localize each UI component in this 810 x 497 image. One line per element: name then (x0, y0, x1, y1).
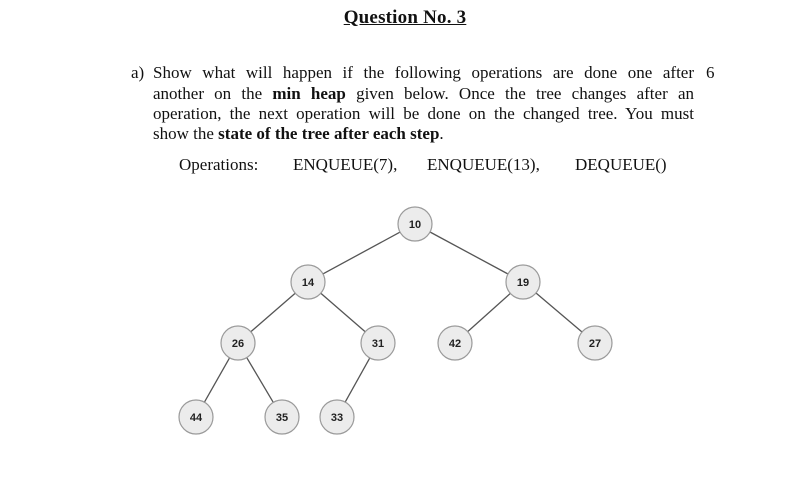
heap-node-33: 33 (319, 399, 355, 435)
heap-node-label: 27 (589, 338, 601, 350)
heap-node-10: 10 (397, 206, 433, 242)
tree-edge-26-44 (203, 357, 231, 403)
heap-node-circle (264, 399, 300, 435)
question-line-2-end: given below. Once the tree changes after… (345, 84, 694, 103)
operations-label: Operations: (179, 155, 259, 174)
tree-edge-19-42 (467, 292, 511, 333)
operations-line: Operations: ENQUEUE(7), ENQUEUE(13), DEQUEU… (179, 155, 667, 175)
tree-edge-26-35 (246, 357, 274, 403)
tree-nodes: 10 14 19 26 31 42 27 44 35 33 (178, 206, 613, 435)
tree-edge-14-31 (320, 292, 366, 333)
heap-node-label: 31 (372, 338, 384, 350)
heap-node-circle (577, 325, 613, 361)
tree-edge-19-27 (535, 292, 583, 333)
heap-node-circle (437, 325, 473, 361)
heap-node-14: 14 (290, 264, 326, 300)
heap-node-circle (360, 325, 396, 361)
heap-node-31: 31 (360, 325, 396, 361)
heap-node-circle (290, 264, 326, 300)
heap-node-label: 33 (331, 412, 343, 424)
heap-node-circle (220, 325, 256, 361)
question-line-4: show the state of the tree after each st… (153, 124, 694, 144)
heap-node-label: 42 (449, 338, 461, 350)
question-line-4-start: show the (153, 124, 219, 143)
tree-edge-14-26 (250, 292, 296, 333)
state-after-each-step-term: state of the tree after each step (218, 124, 440, 143)
question-line-1: Show what will happen if the following o… (153, 63, 694, 83)
min-heap-term: min heap (272, 84, 346, 103)
operation-3: DEQUEUE() (575, 155, 667, 174)
question-line-3-text: operation, the next operation will be do… (153, 104, 694, 123)
heap-node-circle (505, 264, 541, 300)
heap-node-44: 44 (178, 399, 214, 435)
heap-node-circle (397, 206, 433, 242)
operation-2: ENQUEUE(13), (427, 155, 540, 174)
heap-node-42: 42 (437, 325, 473, 361)
question-line-3: operation, the next operation will be do… (153, 104, 694, 124)
heap-node-27: 27 (577, 325, 613, 361)
heap-node-label: 19 (517, 277, 529, 289)
heap-node-label: 35 (276, 412, 288, 424)
question-line-4-end: . (439, 124, 444, 143)
question-line-1-text: Show what will happen if the following o… (153, 63, 694, 82)
heap-node-label: 10 (409, 219, 421, 231)
question-heading: Question No. 3 (343, 7, 467, 28)
heap-node-35: 35 (264, 399, 300, 435)
heap-node-circle (178, 399, 214, 435)
heap-node-label: 26 (232, 338, 244, 350)
question-marks: 6 (706, 63, 715, 82)
heap-node-26: 26 (220, 325, 256, 361)
question-part-label: a) (131, 63, 145, 82)
tree-edge-31-33 (344, 357, 371, 403)
heap-node-label: 44 (190, 412, 203, 424)
heap-node-19: 19 (505, 264, 541, 300)
heap-node-circle (319, 399, 355, 435)
tree-edges (203, 231, 583, 403)
question-line-2: another on the min heap given below. Onc… (153, 84, 694, 104)
question-line-2-start: another on the (153, 84, 273, 103)
tree-edge-10-14 (322, 231, 401, 275)
operation-1: ENQUEUE(7), (293, 155, 398, 174)
tree-edge-10-19 (429, 231, 509, 275)
heap-node-label: 14 (302, 277, 315, 289)
